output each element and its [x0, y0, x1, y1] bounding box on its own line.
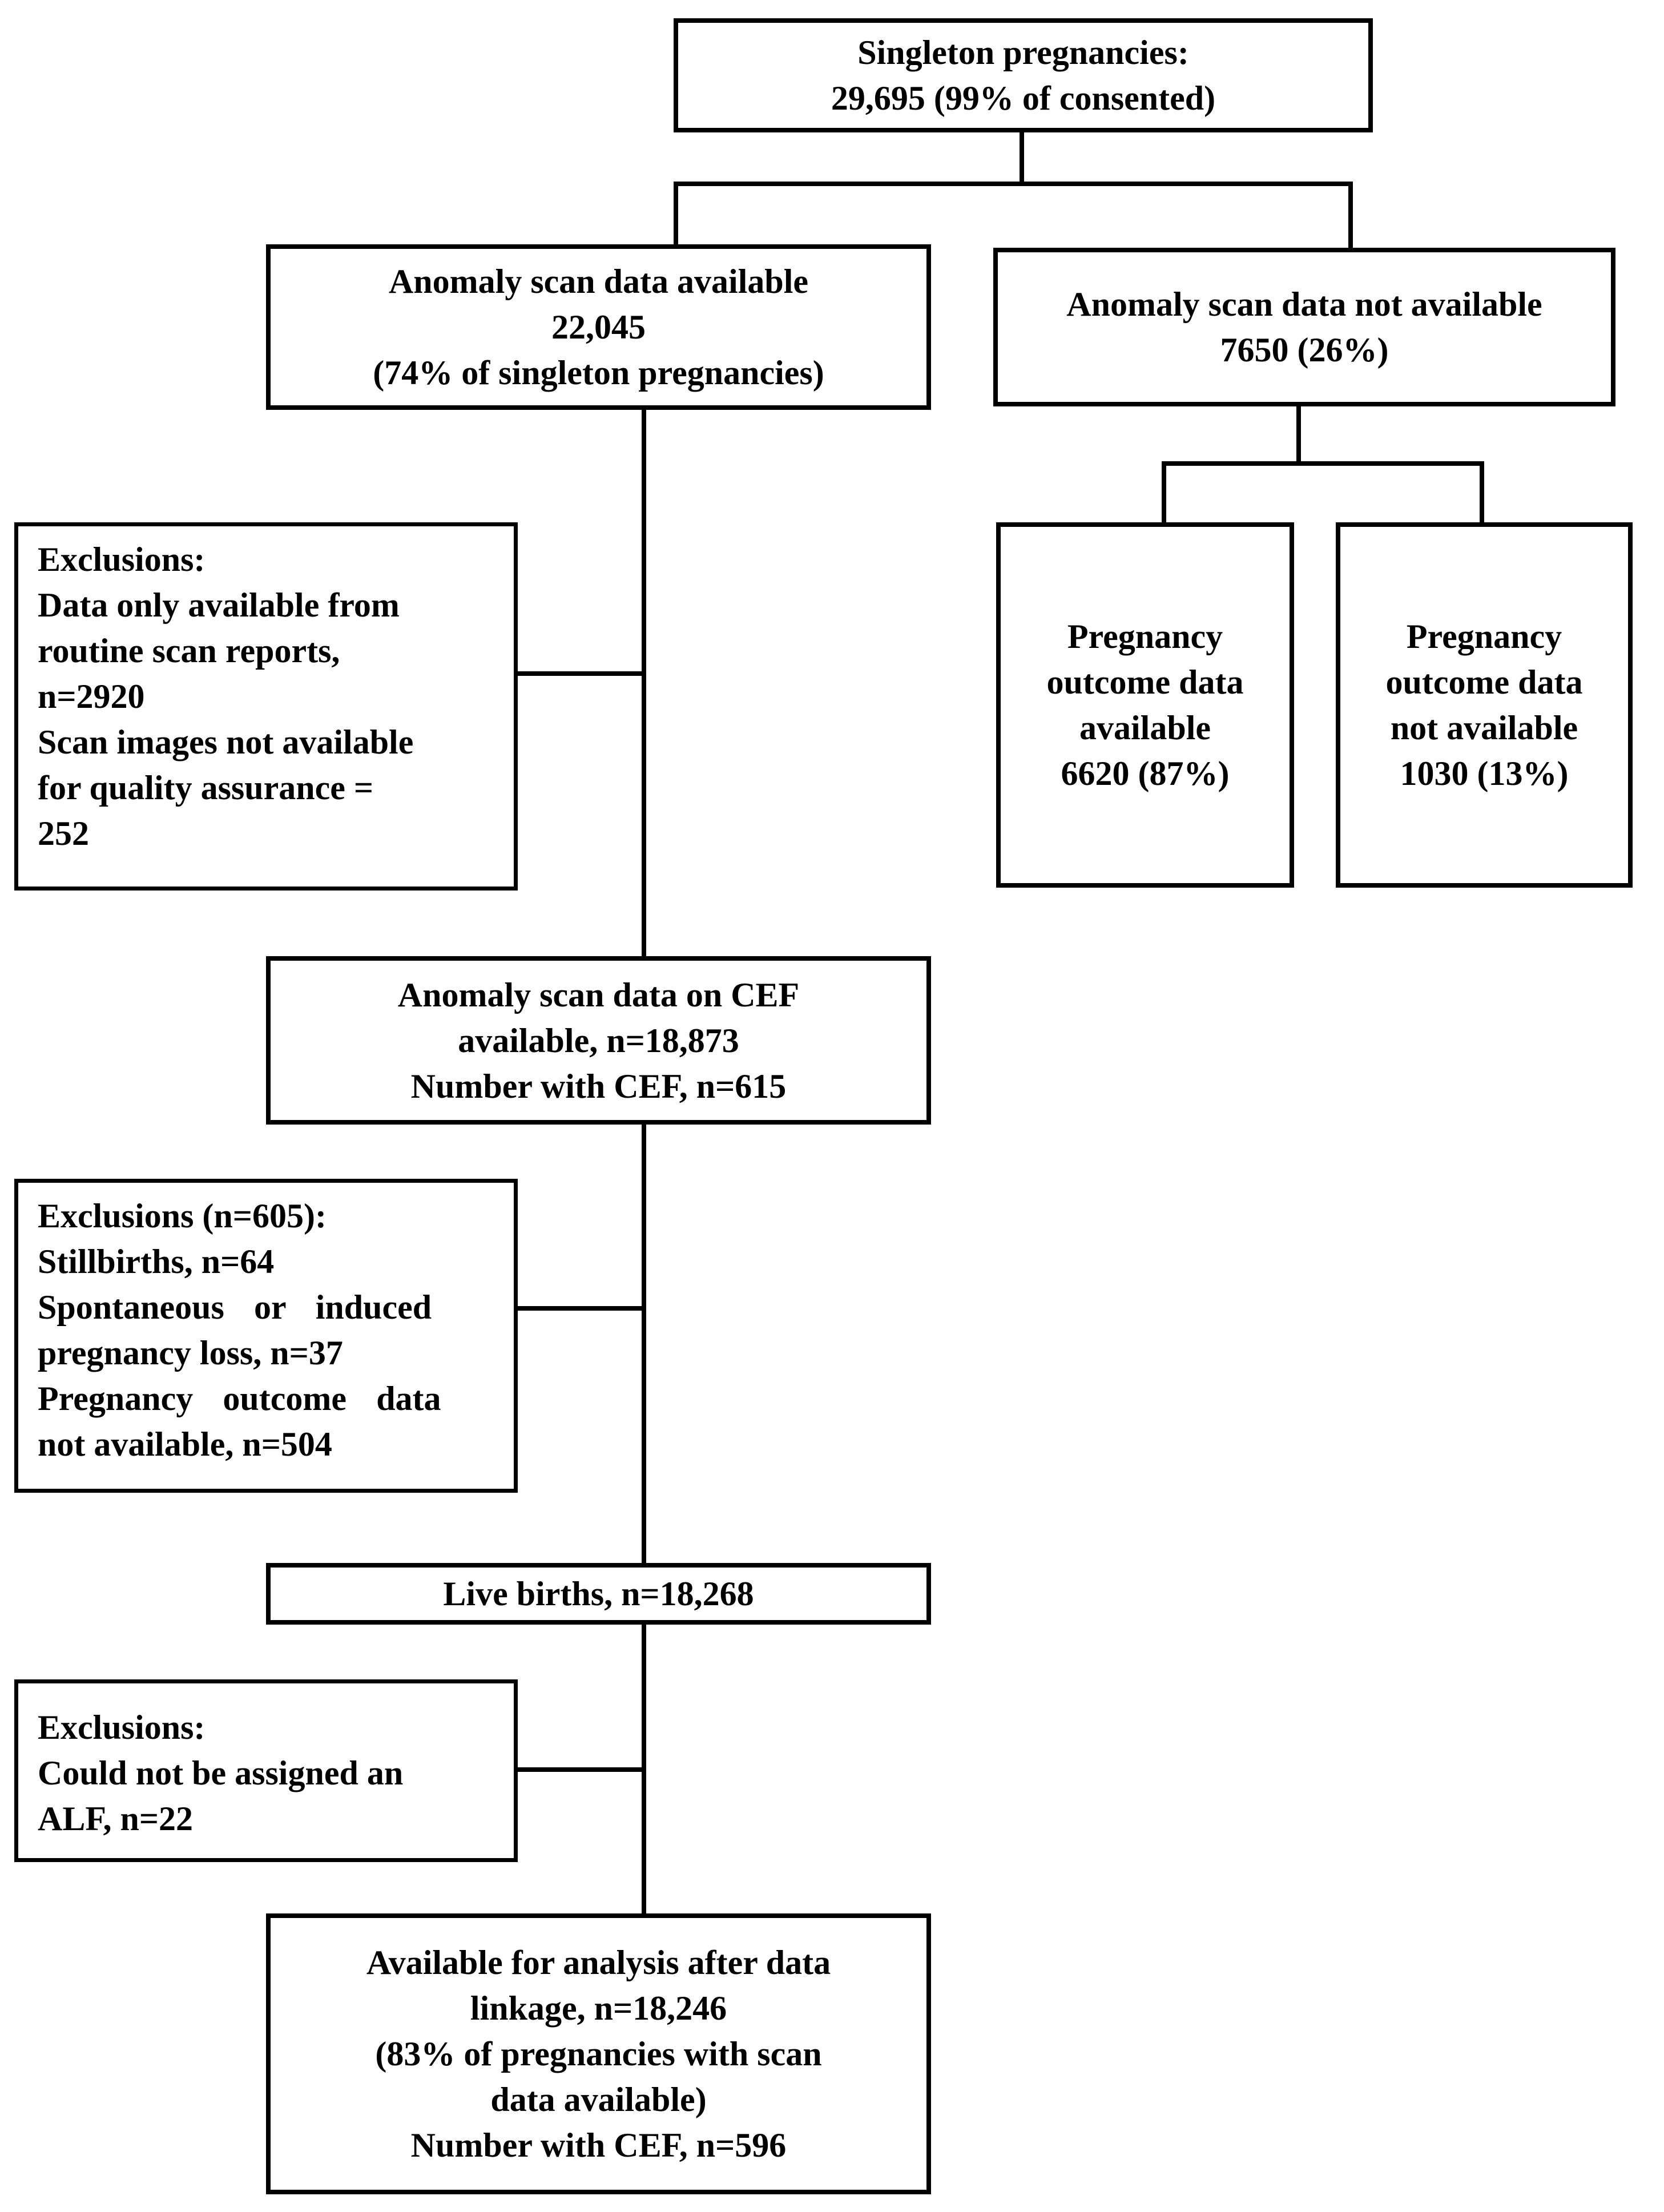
- text-line: Available for analysis after data: [366, 1944, 831, 1981]
- text-line: Anomaly scan data available: [388, 263, 809, 300]
- text-line: Anomaly scan data not available: [1066, 285, 1542, 323]
- text-line: Stillbirths, n=64: [38, 1243, 275, 1280]
- text-line: not available: [1390, 709, 1578, 747]
- connector-drop-scan-not-available: [1348, 182, 1353, 249]
- text-line: Number with CEF, n=615: [410, 1067, 787, 1105]
- connector-main-vertical-1: [642, 408, 646, 958]
- connector-right-split-horizontal: [1162, 461, 1484, 466]
- box-anomaly-scan-available: Anomaly scan data available 22,045 (74% …: [266, 244, 931, 410]
- text-line: Singleton pregnancies:: [857, 34, 1189, 71]
- box-exclusions-outcome: Exclusions (n=605): Stillbirths, n=64 Sp…: [14, 1179, 518, 1493]
- box-pregnancy-outcome-not-available: Pregnancy outcome data not available 103…: [1336, 522, 1633, 888]
- text-line: Exclusions:: [38, 1709, 206, 1746]
- text-line: n=2920: [38, 678, 145, 715]
- text-line: Exclusions:: [38, 541, 206, 578]
- text-line: routine scan reports,: [38, 632, 340, 670]
- box-anomaly-scan-not-available: Anomaly scan data not available 7650 (26…: [993, 248, 1615, 406]
- text-line: 7650 (26%): [1220, 331, 1389, 369]
- text-line: outcome data: [1385, 663, 1583, 701]
- connector-drop-outcome-available: [1162, 461, 1166, 524]
- connector-exclusions-outcome: [517, 1306, 646, 1311]
- text-line: Exclusions (n=605):: [38, 1197, 327, 1235]
- text-line: available: [1079, 709, 1211, 747]
- box-available-for-analysis: Available for analysis after data linkag…: [266, 1913, 931, 2194]
- connector-main-vertical-2: [642, 1120, 646, 1565]
- text-line: 6620 (87%): [1061, 755, 1230, 792]
- connector-right-branch-vertical: [1296, 404, 1301, 466]
- text-line: linkage, n=18,246: [470, 1989, 727, 2027]
- text-line: Spontaneous or induced: [38, 1288, 432, 1326]
- connector-exclusions-alf: [517, 1767, 646, 1772]
- text-line: 252: [38, 815, 89, 852]
- text-line: Pregnancy: [1067, 618, 1223, 655]
- text-line: available, n=18,873: [458, 1021, 739, 1059]
- box-exclusions-alf: Exclusions: Could not be assigned an ALF…: [14, 1679, 518, 1862]
- text-line: ALF, n=22: [38, 1800, 194, 1838]
- text-line: Pregnancy outcome data: [38, 1380, 441, 1417]
- text-line: pregnancy loss, n=37: [38, 1334, 343, 1372]
- box-exclusions-scan: Exclusions: Data only available from rou…: [14, 522, 518, 891]
- text-line: Anomaly scan data on CEF: [397, 976, 800, 1014]
- text-line: outcome data: [1046, 663, 1244, 701]
- connector-exclusions-scan: [517, 671, 646, 676]
- text-line: 22,045: [551, 308, 646, 346]
- box-live-births: Live births, n=18,268: [266, 1563, 931, 1625]
- text-line: 1030 (13%): [1400, 755, 1569, 792]
- text-line: Pregnancy: [1406, 618, 1562, 655]
- box-anomaly-scan-cef: Anomaly scan data on CEF available, n=18…: [266, 956, 931, 1125]
- box-pregnancy-outcome-available: Pregnancy outcome data available 6620 (8…: [996, 522, 1294, 888]
- text-line: (83% of pregnancies with scan: [375, 2035, 822, 2073]
- connector-drop-outcome-not-available: [1480, 461, 1484, 524]
- text-line: (74% of singleton pregnancies): [373, 354, 824, 392]
- text-line: 29,695 (99% of consented): [831, 79, 1216, 117]
- text-line: Data only available from: [38, 586, 400, 624]
- connector-drop-scan-available: [674, 182, 678, 245]
- text-line: data available): [490, 2081, 707, 2118]
- text-line: Scan images not available: [38, 723, 414, 761]
- text-line: Number with CEF, n=596: [410, 2126, 787, 2164]
- text-line: Live births, n=18,268: [443, 1575, 754, 1613]
- connector-top-vertical: [1020, 128, 1024, 186]
- text-line: not available, n=504: [38, 1425, 332, 1463]
- connector-top-split-horizontal: [674, 182, 1353, 186]
- text-line: Could not be assigned an: [38, 1754, 404, 1792]
- text-line: for quality assurance =: [38, 769, 374, 807]
- box-singleton-pregnancies: Singleton pregnancies: 29,695 (99% of co…: [674, 18, 1373, 132]
